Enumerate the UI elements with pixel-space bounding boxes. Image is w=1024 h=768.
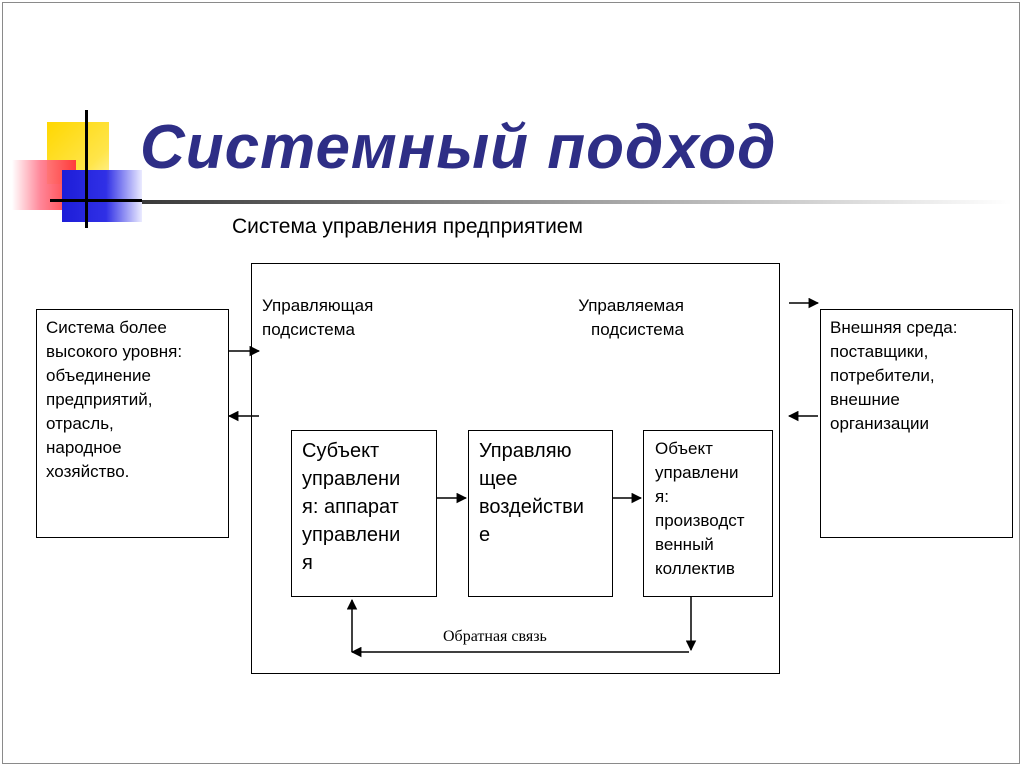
subject-line: я: аппарат bbox=[302, 496, 399, 518]
managed-subsystem-line: подсистема bbox=[591, 320, 684, 339]
higher-system-line: отрасль, bbox=[46, 414, 114, 433]
object-box: Объект управлени я: производст венный ко… bbox=[643, 430, 773, 597]
influence-line: Управляю bbox=[479, 440, 572, 462]
influence-line: е bbox=[479, 524, 491, 546]
object-line: управлени bbox=[655, 463, 739, 482]
subject-line: я bbox=[302, 552, 313, 574]
influence-line: воздействи bbox=[479, 496, 584, 518]
environment-box: Внешняя среда: поставщики, потребители, … bbox=[820, 309, 1013, 538]
object-text: Объект управлени я: производст венный ко… bbox=[655, 437, 745, 581]
environment-line: Внешняя среда: bbox=[830, 318, 958, 337]
higher-system-line: высокого уровня: bbox=[46, 342, 183, 361]
managing-subsystem-line: Управляющая bbox=[262, 296, 374, 315]
object-line: венный bbox=[655, 535, 714, 554]
environment-text: Внешняя среда: поставщики, потребители, … bbox=[830, 316, 957, 436]
object-line: производст bbox=[655, 511, 745, 530]
object-line: Объект bbox=[655, 439, 713, 458]
decor-horizontal-line bbox=[50, 199, 142, 202]
object-line: я: bbox=[655, 487, 669, 506]
influence-box: Управляю щее воздействи е bbox=[468, 430, 613, 597]
environment-line: внешние bbox=[830, 390, 900, 409]
managed-subsystem-line: Управляемая bbox=[578, 296, 684, 315]
higher-system-box: Система более высокого уровня: объединен… bbox=[36, 309, 229, 538]
managed-subsystem-label: Управляемая подсистема bbox=[575, 294, 684, 342]
subject-line: управлени bbox=[302, 524, 401, 546]
influence-line: щее bbox=[479, 468, 518, 490]
diagram-subtitle: Система управления предприятием bbox=[232, 215, 583, 238]
higher-system-text: Система более высокого уровня: объединен… bbox=[46, 316, 182, 484]
object-line: коллектив bbox=[655, 559, 735, 578]
decor-vertical-line bbox=[85, 110, 88, 228]
decor-blue-block bbox=[62, 170, 142, 222]
environment-line: потребители, bbox=[830, 366, 935, 385]
subject-box: Субъект управлени я: аппарат управлени я bbox=[291, 430, 437, 597]
higher-system-line: народное bbox=[46, 438, 122, 457]
subject-text: Субъект управлени я: аппарат управлени я bbox=[302, 437, 400, 577]
feedback-label: Обратная связь bbox=[443, 628, 547, 645]
title-underline bbox=[142, 200, 1012, 204]
environment-line: поставщики, bbox=[830, 342, 929, 361]
higher-system-line: Система более bbox=[46, 318, 167, 337]
higher-system-line: объединение bbox=[46, 366, 151, 385]
higher-system-line: хозяйство. bbox=[46, 462, 130, 481]
page-title: Системный подход bbox=[140, 113, 777, 182]
influence-text: Управляю щее воздействи е bbox=[479, 437, 584, 549]
managing-subsystem-label: Управляющая подсистема bbox=[262, 294, 373, 342]
subject-line: управлени bbox=[302, 468, 401, 490]
subject-line: Субъект bbox=[302, 440, 380, 462]
environment-line: организации bbox=[830, 414, 930, 433]
higher-system-line: предприятий, bbox=[46, 390, 153, 409]
managing-subsystem-line: подсистема bbox=[262, 320, 355, 339]
